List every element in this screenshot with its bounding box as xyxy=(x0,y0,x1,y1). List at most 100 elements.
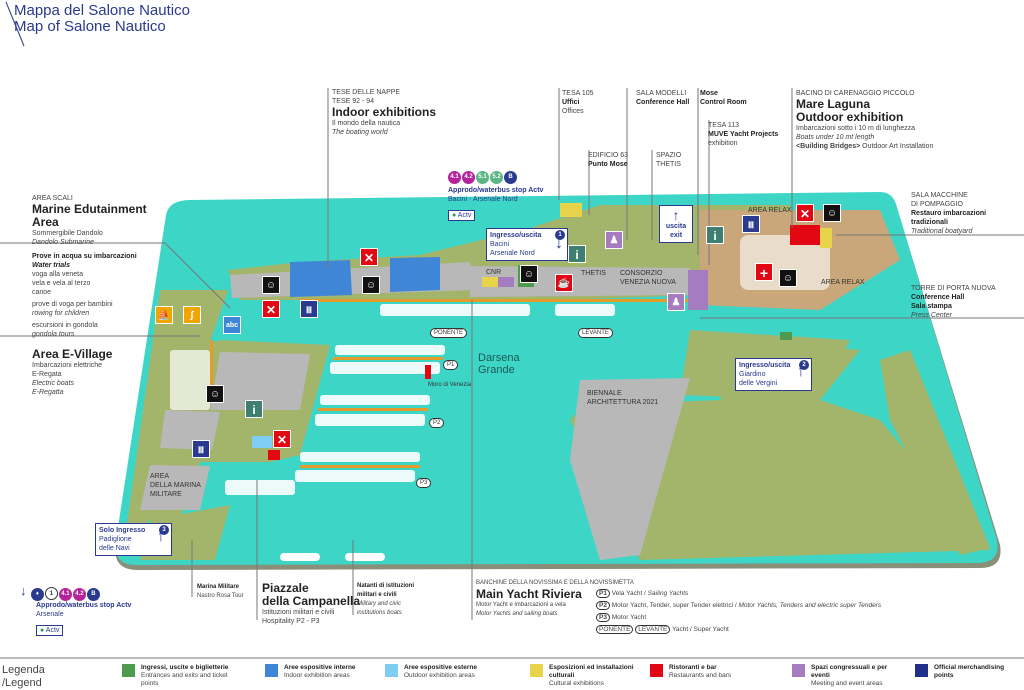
label-marina-2: DELLA MARINA xyxy=(150,482,201,489)
label-biennale: BIENNALE ARCHITETTURA 2021 xyxy=(587,389,658,407)
callout-line: Hospitality P2 - P3 xyxy=(262,618,320,625)
restroom-icon[interactable]: ☺ xyxy=(520,265,538,283)
restaurant-icon[interactable]: ✕ xyxy=(796,204,814,222)
baby-change-icon[interactable]: ☺ xyxy=(779,269,797,287)
callout-kicker: TESA 105 xyxy=(562,90,594,97)
callout-line: E-Regata xyxy=(32,371,62,378)
legend-title: Legenda /Legend xyxy=(2,664,45,690)
legend-sublabel: Entrances and exits and ticket points xyxy=(141,672,228,687)
callout-title: Marine Edutainment Area xyxy=(32,202,147,229)
label-biennale-2: ARCHITETTURA 2021 xyxy=(587,399,659,406)
legend-swatch xyxy=(530,664,543,677)
callout-line: canoe xyxy=(32,289,52,296)
callout-bold: Marina Militare xyxy=(197,584,240,590)
legend-sublabel: Restaurants and bars xyxy=(669,672,732,679)
callout-e-village: Area E-Village Imbarcazioni elettriche E… xyxy=(32,348,112,397)
riviera-key-p2: P2 Motor Yacht, Tender, super Tender ele… xyxy=(596,600,881,612)
restaurant-icon[interactable]: ✕ xyxy=(273,430,291,448)
callout-line: prove di voga per bambini xyxy=(32,301,113,308)
callout-bold: Conference Hall xyxy=(911,294,965,301)
callout-title: Main Yacht Riviera xyxy=(476,587,582,601)
callout-bold: tradizionali xyxy=(911,219,948,226)
legend-item-merchandising: Official merchandising points xyxy=(915,664,1024,680)
bar-icon[interactable]: ☕ xyxy=(555,274,573,292)
abc-school-icon[interactable]: abc xyxy=(223,316,241,334)
restroom-icon[interactable]: ☺ xyxy=(262,276,280,294)
line-badge: 1 xyxy=(44,587,58,600)
merchandising-icon[interactable]: Ⅲ xyxy=(300,300,318,318)
sign-3-line1: Padiglione xyxy=(99,536,132,543)
title-slash xyxy=(4,0,26,48)
land-east xyxy=(880,350,990,555)
block-cultural xyxy=(820,228,832,248)
line-badge: 5.1 xyxy=(476,171,489,184)
first-aid-icon[interactable]: + xyxy=(755,263,773,281)
callout-mose: Mose Control Room xyxy=(700,89,747,107)
actv-icon: ● xyxy=(452,212,457,219)
info-icon[interactable]: i xyxy=(568,245,586,263)
arrow-down-icon: ↓ xyxy=(20,583,27,598)
actv-logo-text: Actv xyxy=(45,627,60,634)
sign-2-line2: delle Vergini xyxy=(739,380,778,387)
riviera-key-yacht: PONENTE LEVANTE Yacht / Super Yacht xyxy=(596,624,881,636)
exit-sign-line2: exit xyxy=(669,232,683,239)
callout-kicker: SALA MODELLI xyxy=(636,90,687,97)
sign-2-line1: Giardino xyxy=(739,371,766,378)
waterbus-title: Approdo/waterbus stop Actv xyxy=(448,187,544,194)
legend-label: Ingressi, uscite e biglietterie xyxy=(141,664,229,671)
legend-sublabel: Indoor exhibition areas xyxy=(284,672,350,679)
sailing-icon[interactable]: ⛵ xyxy=(155,306,173,324)
land-south-east xyxy=(570,340,990,560)
map-title: Mappa del Salone Nautico Map of Salone N… xyxy=(14,3,190,35)
merchandising-icon[interactable]: Ⅲ xyxy=(192,440,210,458)
legend-sublabel: Meeting and event areas xyxy=(811,680,883,687)
conference-icon[interactable]: ♟ xyxy=(605,231,623,249)
label-moro-di-venezia: Moro di Venezia xyxy=(428,382,472,388)
callout-line: Press Center xyxy=(911,312,952,319)
waterbus-place: Arsenale xyxy=(36,611,64,618)
exit-sign-line1: uscita xyxy=(665,223,687,230)
sign-1-line1: Bacini xyxy=(490,241,510,248)
info-icon[interactable]: i xyxy=(245,400,263,418)
legend-swatch xyxy=(915,664,928,677)
line-badge: B xyxy=(504,171,517,184)
merchandising-icon[interactable]: Ⅲ xyxy=(742,215,760,233)
label-biennale-1: BIENNALE xyxy=(587,390,622,397)
restaurant-icon[interactable]: ✕ xyxy=(262,300,280,318)
arrow-up-icon: ↑ xyxy=(797,363,805,380)
sign-1-title: Ingresso/uscita xyxy=(490,232,542,239)
block-cnr-purple xyxy=(498,277,514,287)
legend-title-it: Legenda xyxy=(2,664,45,676)
exit-sign[interactable]: ↑ uscita exit xyxy=(659,205,693,243)
label-thetis: THETIS xyxy=(581,270,606,277)
callout-bold: Control Room xyxy=(700,99,747,106)
callout-tesa-105: TESA 105 Uffici Offices xyxy=(562,89,594,116)
callout-tesa-113: TESA 113 MUVE Yacht Projects exhibition xyxy=(708,121,778,148)
riviera-key-p1: P1 Vela Yacht / Sailing Yachts xyxy=(596,588,881,600)
building-biennale xyxy=(570,378,690,560)
entrance-sign-1[interactable]: Ingresso/uscita Bacini Arsenale Nord ↓ 1 xyxy=(486,228,568,261)
info-icon[interactable]: i xyxy=(706,226,724,244)
key-badge: P2 xyxy=(596,601,610,610)
callout-spazio-thetis: SPAZIO THETIS xyxy=(656,151,681,169)
restroom-icon[interactable]: ☺ xyxy=(206,385,224,403)
key-text: Yacht / Super Yacht xyxy=(672,626,729,633)
callout-kicker: SALA MACCHINE xyxy=(911,192,968,199)
entrance-sign-2[interactable]: Ingresso/uscita Giardino delle Vergini ↑… xyxy=(735,358,812,391)
callout-line: Sommergibile Dandolo xyxy=(32,230,103,237)
line-badge: B xyxy=(86,588,100,601)
callout-bold: Punto Mose xyxy=(588,161,628,168)
label-p1: P1 xyxy=(443,360,459,370)
conference-icon[interactable]: ♟ xyxy=(667,293,685,311)
sign-3-number: 3 xyxy=(159,525,169,535)
restaurant-icon[interactable]: ✕ xyxy=(360,248,378,266)
restroom-icon[interactable]: ☺ xyxy=(362,276,380,294)
gondola-icon[interactable]: ∫ xyxy=(183,306,201,324)
callout-main-yacht-riviera: BANCHINE DELLA NOVISSIMA E DELLA NOVISSI… xyxy=(476,579,634,619)
entrance-sign-3[interactable]: Solo Ingresso Padiglione delle Navi ↑ 3 xyxy=(95,523,172,556)
restroom-icon[interactable]: ☺ xyxy=(823,204,841,222)
